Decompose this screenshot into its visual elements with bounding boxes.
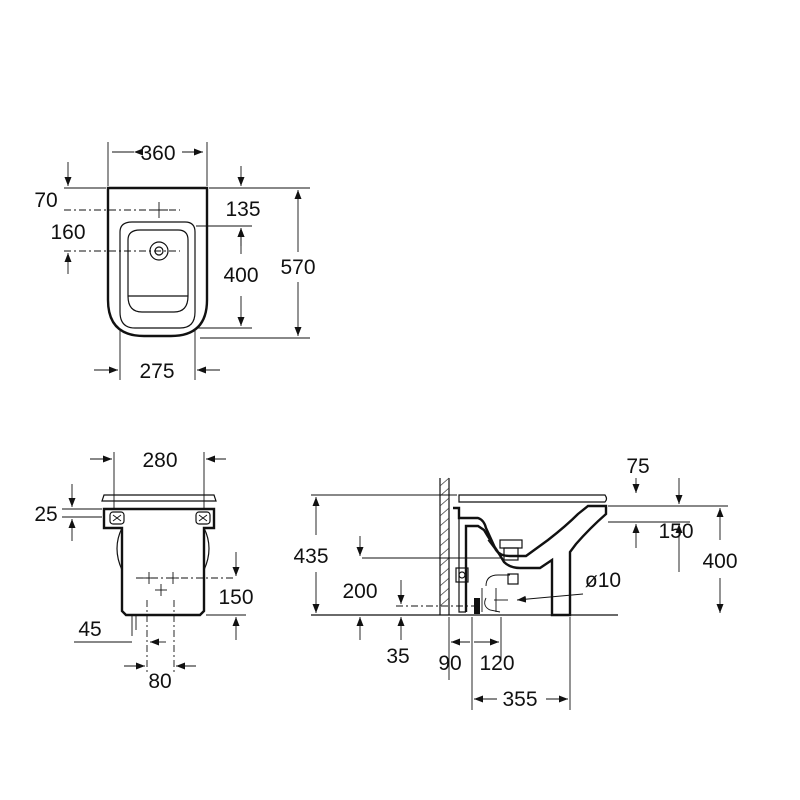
inlet-hole-icon (143, 572, 179, 596)
fixing-hole-icon (109, 511, 125, 525)
dim-275: 275 (139, 360, 174, 383)
dim-70: 70 (34, 189, 57, 212)
dim-75: 75 (626, 455, 649, 478)
waste-fitting-icon (481, 539, 523, 613)
dim-120: 120 (479, 652, 514, 675)
dim-160: 160 (50, 221, 85, 244)
fixing-hole-icon (195, 511, 211, 525)
rear-view: 280 25 150 45 80 (34, 449, 253, 693)
dim-diameter: ø10 (585, 569, 621, 592)
dim-45: 45 (78, 618, 101, 641)
dim-25: 25 (34, 503, 57, 526)
dim-90: 90 (438, 652, 461, 675)
dim-135: 135 (225, 198, 260, 221)
water-inlet-icon (455, 567, 480, 614)
dim-35: 35 (386, 645, 409, 668)
dim-570: 570 (280, 256, 315, 279)
top-view-bowl (119, 221, 196, 329)
dim-200: 200 (342, 580, 377, 603)
rear-view-body (102, 507, 216, 617)
top-view: 360 70 160 135 400 570 275 (34, 142, 316, 383)
dim-435: 435 (293, 545, 328, 568)
dim-400-side: 400 (702, 550, 737, 573)
top-view-outline (106, 186, 209, 338)
dim-360: 360 (140, 142, 175, 165)
dim-400-top: 400 (223, 264, 258, 287)
dim-355: 355 (502, 688, 537, 711)
dim-150-rear: 150 (218, 586, 253, 609)
dim-80: 80 (148, 670, 171, 693)
dim-150-side: 150 (658, 520, 693, 543)
wall-hatch (439, 477, 450, 615)
side-view: 435 75 150 400 200 35 ø10 90 (293, 455, 737, 711)
dim-280: 280 (142, 449, 177, 472)
